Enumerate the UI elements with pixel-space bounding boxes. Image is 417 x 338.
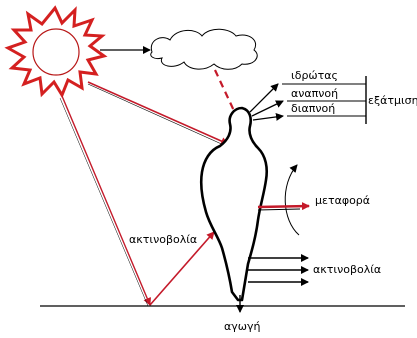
convection-arrow	[258, 206, 309, 207]
evaporation-arrow-1	[250, 84, 278, 112]
sun-to-body-arrow-shadow	[88, 84, 226, 146]
label-sweating: ιδρώτας	[291, 69, 338, 82]
sun-to-ground-arrow-shadow	[60, 98, 148, 306]
label-radiation-out: ακτινοβολία	[313, 263, 381, 276]
label-radiation-in: ακτινοβολία	[129, 233, 197, 246]
evaporation-arrow-2	[252, 101, 283, 116]
sun-to-ground-arrow	[62, 96, 150, 305]
label-transpiration: διαπνοή	[291, 102, 335, 115]
convection-curved-arrow	[285, 165, 299, 235]
evaporation-arrow-3	[253, 116, 283, 120]
convection-arrow-base	[258, 209, 300, 210]
label-convection: μεταφορά	[315, 194, 370, 207]
label-breathing: αναπνοή	[291, 87, 338, 100]
label-conduction: αγωγή	[224, 320, 260, 333]
sun-disc	[33, 29, 79, 75]
cloud-icon	[151, 29, 257, 69]
sun-to-body-arrow	[88, 82, 228, 144]
label-evaporation: εξάτμιση	[368, 94, 417, 107]
